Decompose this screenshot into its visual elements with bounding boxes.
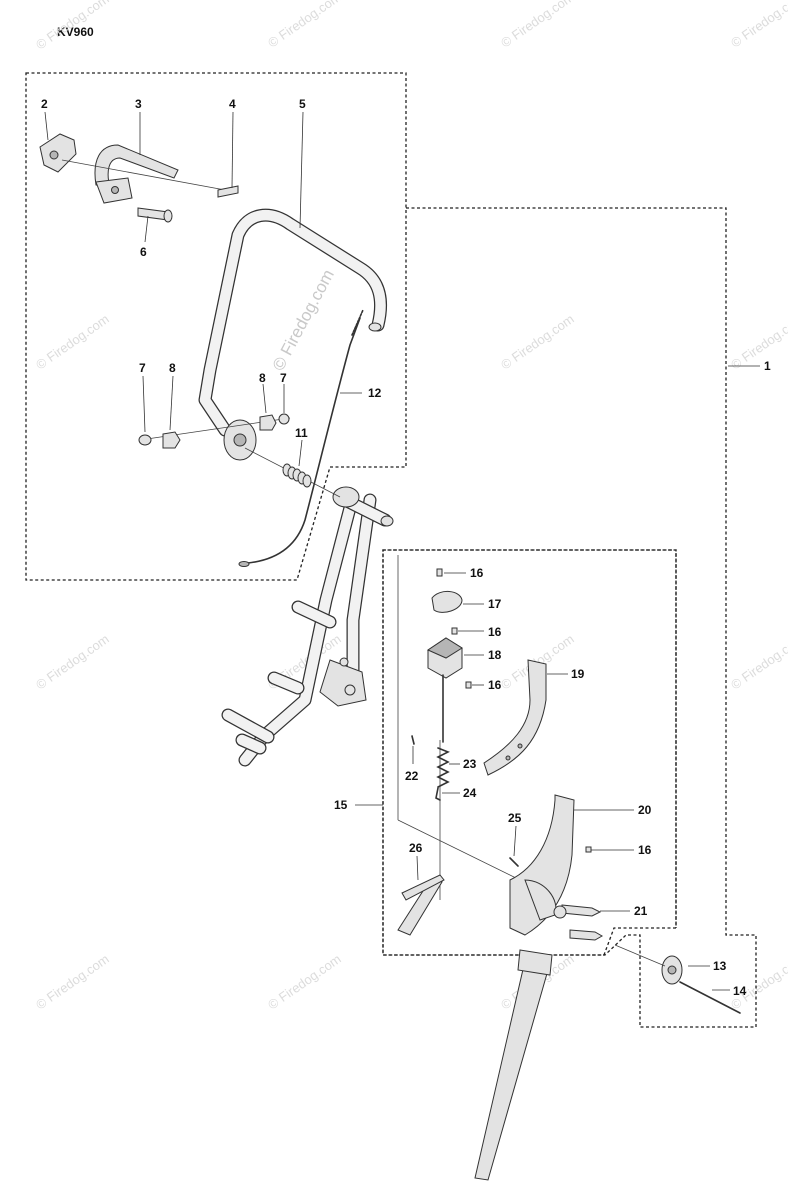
part-11-spring: [282, 463, 312, 488]
callout-11: 11: [295, 426, 308, 440]
callout-8: 8: [259, 371, 266, 385]
part-16-screw: [585, 846, 592, 853]
part-14-bolt: [679, 981, 741, 1014]
watermark: © Firedog.com: [728, 631, 788, 692]
part-12-cable: [247, 317, 361, 564]
callout-13: 13: [713, 959, 727, 973]
callout-18: 18: [488, 648, 502, 662]
watermark: © Firedog.com: [728, 0, 788, 50]
watermark: © Firedog.com: [265, 951, 344, 1012]
main-frame: [221, 486, 394, 767]
watermark-layer: © Firedog.com © Firedog.com © Firedog.co…: [33, 0, 788, 1012]
callout-19: 19: [571, 667, 585, 681]
part-24-hook: [435, 787, 441, 801]
callout-15: 15: [334, 798, 348, 812]
leader-lines: [44, 111, 760, 991]
part-21-bolt: [569, 929, 604, 941]
callout-6: 6: [140, 245, 147, 259]
part-7-clip: [138, 434, 152, 446]
part-21-bolt: [561, 904, 602, 917]
callout-16: 16: [638, 843, 652, 857]
callout-14: 14: [733, 984, 747, 998]
part-25-pin: [509, 857, 519, 867]
watermark: © Firedog.com: [728, 951, 788, 1012]
callout-7: 7: [280, 371, 287, 385]
callout-4: 4: [229, 97, 236, 111]
callout-21: 21: [634, 904, 648, 918]
callout-26: 26: [409, 841, 423, 855]
callout-16: 16: [470, 566, 484, 580]
callout-25: 25: [508, 811, 522, 825]
callout-3: 3: [135, 97, 142, 111]
callout-12: 12: [368, 386, 382, 400]
watermark: © Firedog.com: [728, 311, 788, 372]
callout-24: 24: [463, 786, 477, 800]
part-16-screw: [465, 681, 472, 689]
part-8-nut: [162, 431, 181, 449]
part-20-lever-arm: [509, 794, 575, 936]
watermark: © Firedog.com: [33, 311, 112, 372]
part-16-screw: [436, 568, 443, 577]
callout-5: 5: [299, 97, 306, 111]
handle-group-outline: [25, 72, 407, 581]
part-8-nut: [259, 414, 277, 431]
wheel-group: [614, 944, 741, 1014]
watermark-center: © Firedog.com: [269, 266, 338, 374]
callout-23: 23: [463, 757, 477, 771]
watermark: © Firedog.com: [33, 0, 112, 52]
watermark: © Firedog.com: [498, 311, 577, 372]
callout-17: 17: [488, 597, 502, 611]
part-6-pin: [137, 207, 169, 221]
part-22-pin: [411, 735, 415, 745]
lever-group: [397, 555, 604, 1181]
callout-20: 20: [638, 803, 652, 817]
group-outlines: [25, 72, 757, 1028]
watermark: © Firedog.com: [33, 631, 112, 692]
callout-8: 8: [169, 361, 176, 375]
watermark: © Firedog.com: [498, 0, 577, 50]
part-19-latch: [483, 659, 547, 776]
part-23-spring: [436, 747, 450, 788]
callout-16: 16: [488, 625, 502, 639]
watermark: © Firedog.com: [265, 0, 344, 50]
part-17-knob: [431, 591, 463, 613]
handle-group: [39, 133, 387, 567]
part-3-lever: [94, 144, 179, 189]
part-4-screw: [217, 185, 239, 198]
part-16-screw: [451, 627, 458, 635]
callout-7: 7: [139, 361, 146, 375]
watermark: © Firedog.com: [33, 951, 112, 1012]
lever-group-outline: [382, 549, 677, 956]
callout-2: 2: [41, 97, 48, 111]
model-label: KV960: [57, 25, 94, 39]
callouts: 1 2 3 4 5 6 7 8 8 7 11 12 13 14 15 16 17…: [41, 97, 771, 998]
callout-1: 1: [764, 359, 771, 373]
part-7-clip: [278, 413, 290, 425]
callout-22: 22: [405, 769, 419, 783]
frame-group-outline: [382, 207, 757, 1028]
part-26-pedal: [397, 879, 443, 936]
callout-16: 16: [488, 678, 502, 692]
